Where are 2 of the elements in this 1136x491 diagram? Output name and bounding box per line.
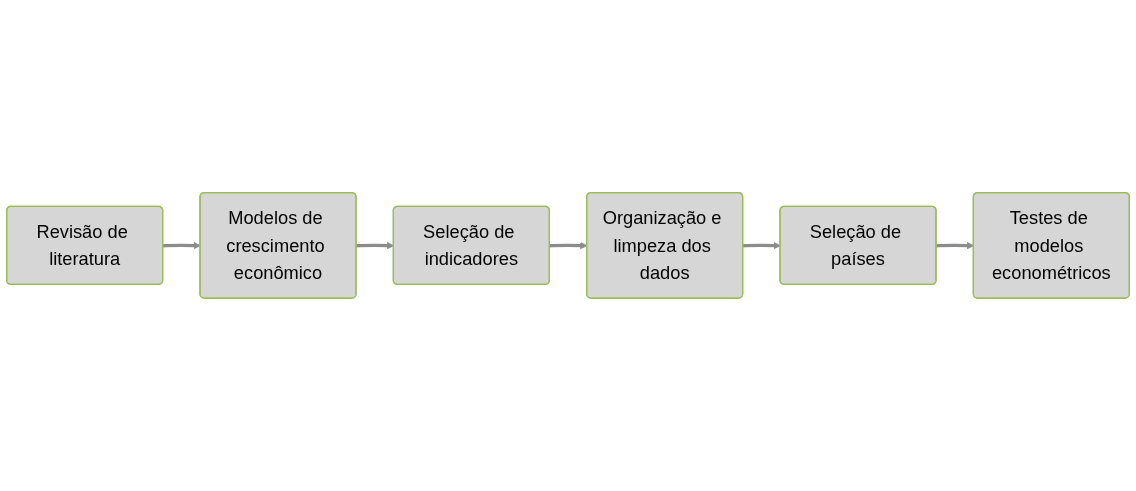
arrow: [163, 242, 201, 250]
arrow: [743, 242, 781, 250]
